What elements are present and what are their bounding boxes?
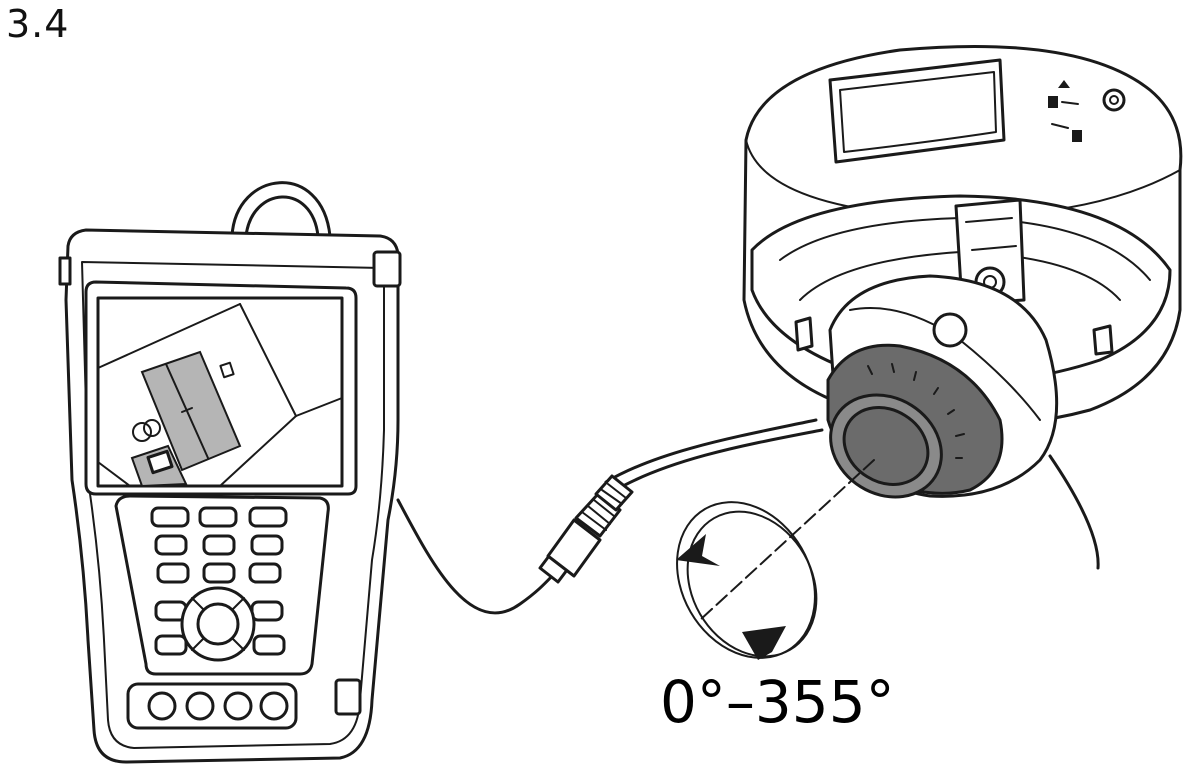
dome-camera-icon [742,44,1183,499]
rotate-arrow-icon [676,459,875,660]
lock-icon [1048,80,1079,108]
coax-cable-icon [396,418,1100,615]
rotation-range-label: 0°–355° [660,668,895,736]
keypad [150,506,288,662]
step-number: 3.4 [6,2,70,46]
unlock-icon [1051,123,1082,142]
monitor-screen [96,296,344,488]
test-monitor-icon [58,181,402,764]
